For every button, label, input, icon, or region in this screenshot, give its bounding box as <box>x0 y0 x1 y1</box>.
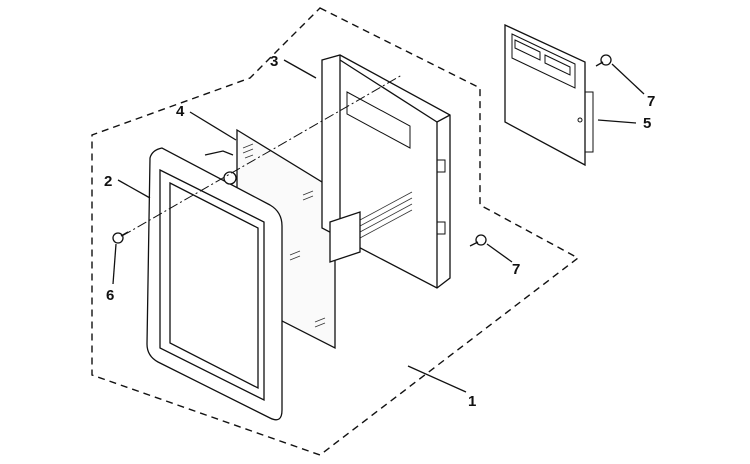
callout-2: 2 <box>104 173 112 190</box>
assembly-boundary <box>91 7 580 456</box>
callout-3: 3 <box>270 53 278 70</box>
leader-lines <box>112 59 645 393</box>
callout-7-board: 7 <box>647 93 655 110</box>
control-panel-housing <box>321 54 451 289</box>
screw <box>112 54 612 247</box>
callout-7-housing: 7 <box>512 261 520 278</box>
callout-5: 5 <box>643 115 651 132</box>
callout-6: 6 <box>106 287 114 304</box>
door-frame <box>146 147 283 421</box>
circuit-board <box>504 23 594 167</box>
callout-1: 1 <box>468 393 476 410</box>
callout-4: 4 <box>176 103 185 120</box>
